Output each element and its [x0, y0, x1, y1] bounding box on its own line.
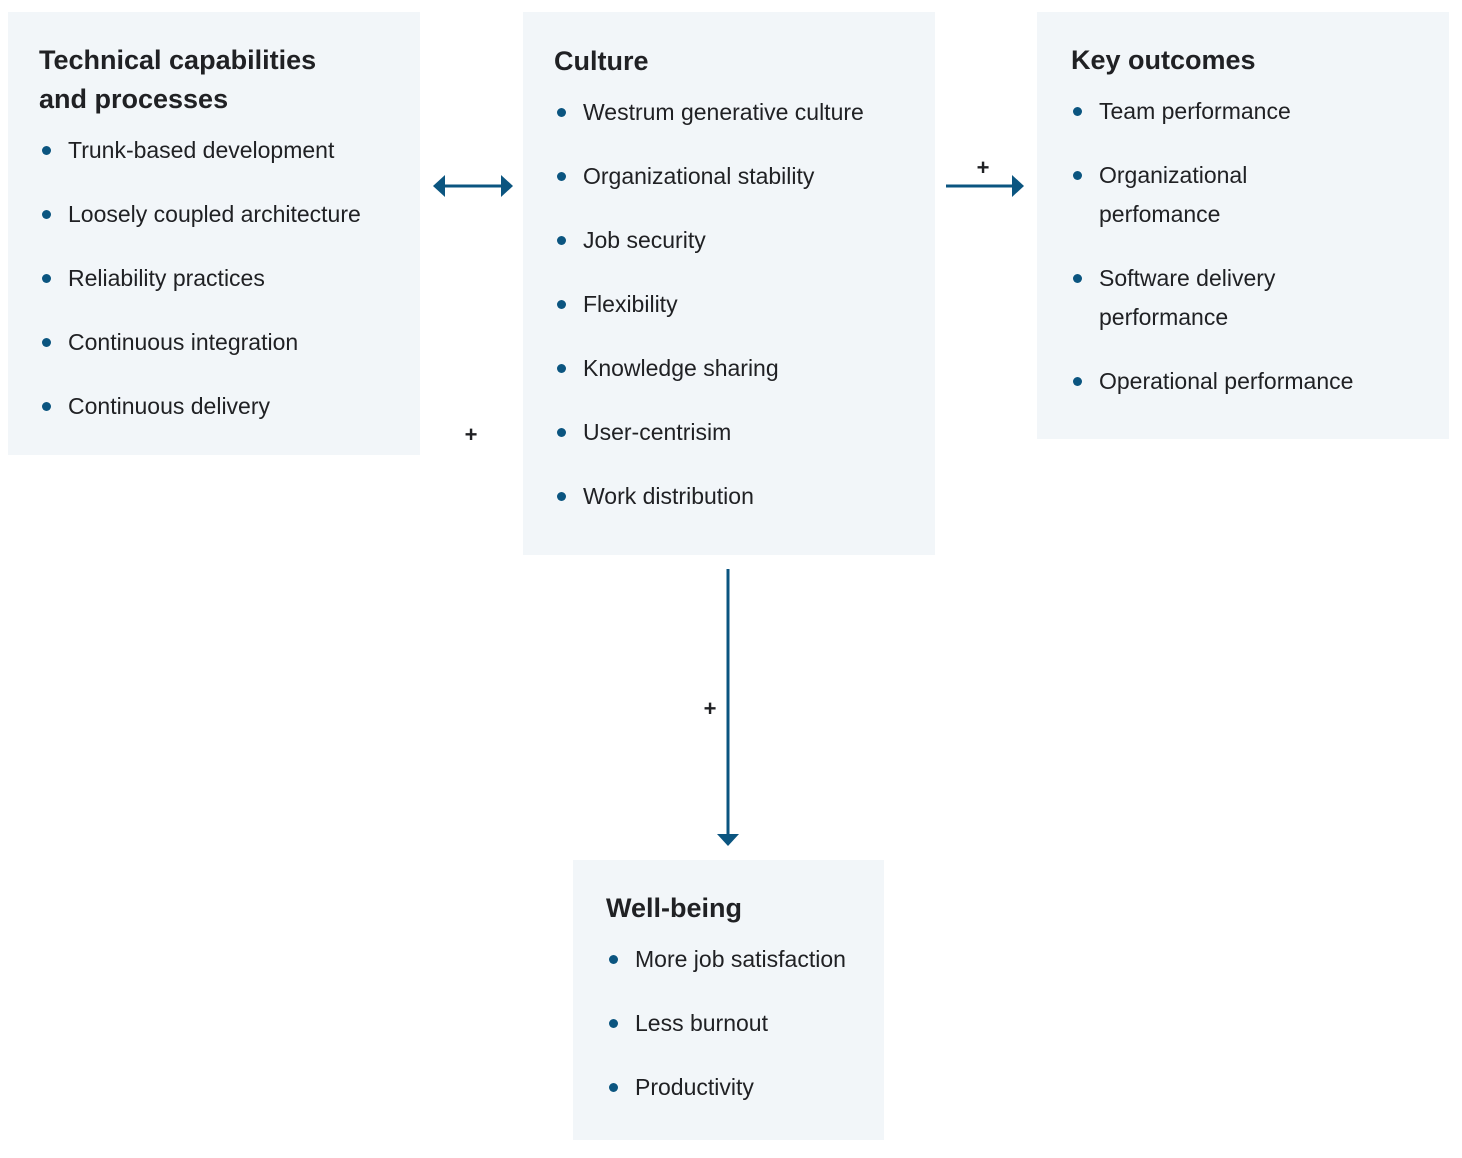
bullet-icon — [609, 1019, 618, 1028]
list-item: Team performance — [1073, 92, 1353, 131]
culture-list: Westrum generative culture Organizationa… — [557, 93, 864, 516]
list-item: Trunk-based development — [42, 131, 361, 170]
bullet-icon — [1073, 107, 1082, 116]
list-item: More job satisfaction — [609, 940, 846, 979]
bullet-icon — [42, 338, 51, 347]
list-item: Westrum generative culture — [557, 93, 864, 132]
culture-title: Culture — [554, 46, 649, 76]
bullet-icon — [42, 146, 51, 155]
well-being-title: Well-being — [606, 893, 743, 923]
bullet-icon — [557, 492, 566, 501]
bullet-icon — [42, 274, 51, 283]
list-item-label: Organizational — [1099, 162, 1248, 188]
culture-wellbeing-arrow — [717, 569, 739, 846]
list-item: Work distribution — [557, 477, 864, 516]
bullet-icon — [42, 402, 51, 411]
list-item-label: Productivity — [635, 1074, 754, 1100]
bullet-icon — [557, 300, 566, 309]
list-item-label: Organizational stability — [583, 163, 815, 189]
culture-outcomes-plus-sign: + — [976, 155, 990, 180]
list-item: Knowledge sharing — [557, 349, 864, 388]
list-item: Less burnout — [609, 1004, 846, 1043]
list-item-label: Westrum generative culture — [583, 99, 864, 125]
bullet-icon — [557, 108, 566, 117]
list-item-label: Reliability practices — [68, 265, 265, 291]
list-item-label: Loosely coupled architecture — [68, 201, 361, 227]
well-being-box: Well-being More job satisfaction Less bu… — [573, 860, 884, 1140]
bullet-icon — [1073, 377, 1082, 386]
key-outcomes-list: Team performance Organizational perfoman… — [1073, 92, 1354, 401]
culture-box: Culture Westrum generative culture Organ… — [523, 12, 935, 555]
culture-outcomes-arrow — [946, 175, 1024, 197]
list-item-label: Trunk-based development — [68, 137, 335, 163]
culture-wellbeing-plus-sign: + — [703, 696, 717, 721]
technical-culture-bidirectional-arrow — [433, 175, 513, 197]
technical-culture-plus-sign: + — [464, 422, 478, 447]
technical-capabilities-box: Technical capabilities and processes Tru… — [8, 12, 420, 455]
list-item-label: More job satisfaction — [635, 946, 846, 972]
list-item-label-continued: perfomance — [1099, 201, 1221, 227]
list-item-label: Software delivery — [1099, 265, 1276, 291]
list-item-label: Knowledge sharing — [583, 355, 779, 381]
list-item-label: User-centrisim — [583, 419, 732, 445]
bullet-icon — [42, 210, 51, 219]
list-item: Organizational stability — [557, 157, 864, 196]
list-item: Flexibility — [557, 285, 864, 324]
technical-capabilities-list: Trunk-based development Loosely coupled … — [42, 131, 361, 426]
list-item: Organizational perfomance — [1073, 156, 1353, 234]
list-item: Productivity — [609, 1068, 846, 1107]
list-item: Reliability practices — [42, 259, 361, 298]
list-item: Loosely coupled architecture — [42, 195, 361, 234]
bullet-icon — [557, 428, 566, 437]
bullet-icon — [1073, 274, 1082, 283]
bullet-icon — [557, 364, 566, 373]
list-item-label: Continuous integration — [68, 329, 299, 355]
technical-title-line-2: and processes — [39, 84, 229, 114]
technical-capabilities-title: Technical capabilities and processes — [39, 41, 316, 119]
list-item: Continuous integration — [42, 323, 361, 362]
list-item-label: Continuous delivery — [68, 393, 271, 419]
list-item: Software delivery performance — [1073, 259, 1353, 337]
list-item-label-continued: performance — [1099, 304, 1229, 330]
list-item-label: Work distribution — [583, 483, 754, 509]
bullet-icon — [609, 1083, 618, 1092]
list-item-label: Operational performance — [1099, 368, 1354, 394]
technical-title-line-1: Technical capabilities — [39, 45, 317, 75]
key-outcomes-box: Key outcomes Team performance Organizati… — [1037, 12, 1449, 439]
list-item: Operational performance — [1073, 362, 1354, 401]
well-being-list: More job satisfaction Less burnout Produ… — [609, 940, 846, 1107]
list-item: Continuous delivery — [42, 387, 361, 426]
list-item-label: Flexibility — [583, 291, 678, 317]
list-item-label: Team performance — [1099, 98, 1291, 124]
bullet-icon — [557, 236, 566, 245]
list-item-label: Job security — [583, 227, 706, 253]
bullet-icon — [609, 955, 618, 964]
list-item: Job security — [557, 221, 864, 260]
list-item: User-centrisim — [557, 413, 864, 452]
bullet-icon — [557, 172, 566, 181]
list-item-label: Less burnout — [635, 1010, 768, 1036]
bullet-icon — [1073, 171, 1082, 180]
key-outcomes-title: Key outcomes — [1071, 45, 1256, 75]
